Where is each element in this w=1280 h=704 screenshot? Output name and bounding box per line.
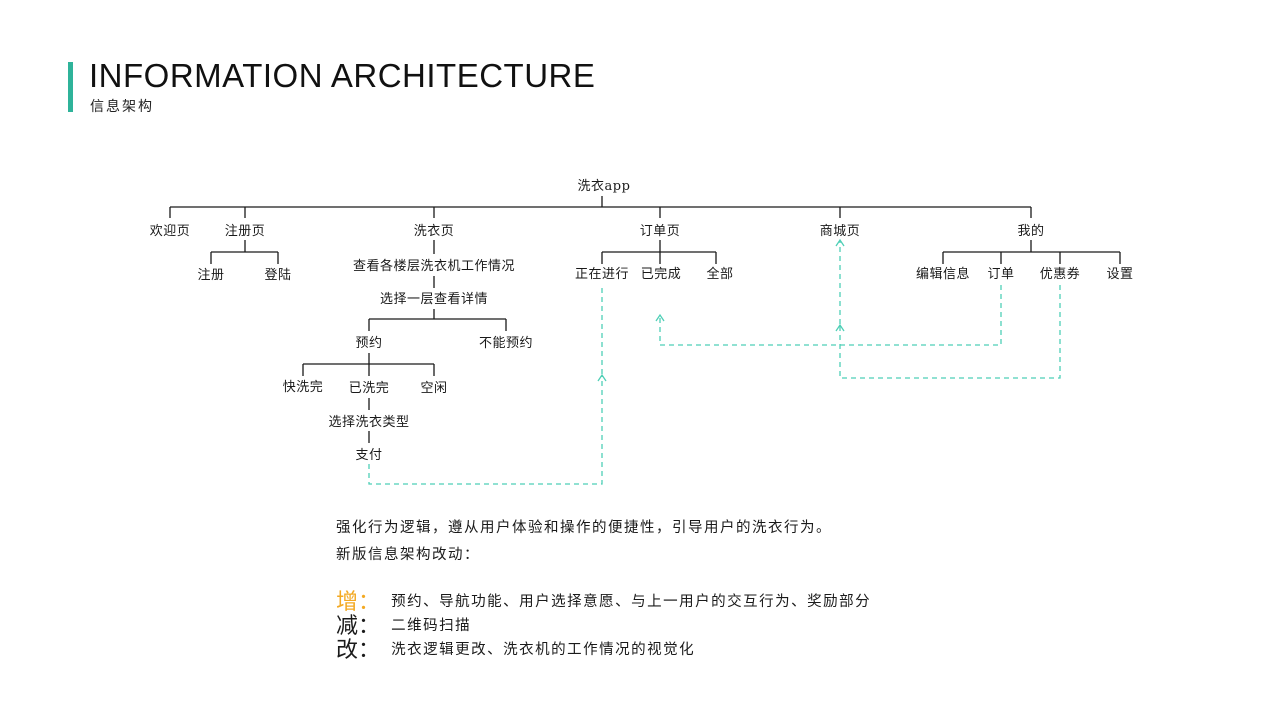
node-pay: 支付 <box>355 448 382 463</box>
change-text-remove: 二维码扫描 <box>391 618 472 634</box>
node-register-page: 注册页 <box>225 224 266 239</box>
tree-labels: 洗衣app 欢迎页 注册页 注册 登陆 洗衣页 查看各楼层洗衣机工作情况 选择一… <box>150 178 1133 463</box>
page-title: INFORMATION ARCHITECTURE <box>89 57 596 94</box>
node-view-floors: 查看各楼层洗衣机工作情况 <box>353 258 515 274</box>
notes-line-1: 强化行为逻辑，遵从用户体验和操作的便捷性，引导用户的洗衣行为。 <box>336 520 832 536</box>
node-washed: 已洗完 <box>349 381 390 396</box>
node-all: 全部 <box>706 266 733 282</box>
node-mall-page: 商城页 <box>820 224 861 239</box>
node-settings: 设置 <box>1106 267 1133 282</box>
node-mine: 我的 <box>1017 223 1044 239</box>
arrow-up-icon <box>835 238 845 247</box>
node-in-progress: 正在进行 <box>575 267 629 282</box>
node-root: 洗衣app <box>578 178 631 194</box>
title-accent-bar <box>68 62 73 112</box>
orders-to-completed-link <box>659 285 1002 346</box>
node-register: 注册 <box>197 268 224 283</box>
node-orders: 订单 <box>987 267 1014 282</box>
node-order-page: 订单页 <box>640 224 681 239</box>
arrow-up-icon <box>835 323 845 332</box>
tree-connectors <box>169 196 1121 443</box>
node-edit-info: 编辑信息 <box>916 266 970 282</box>
node-login: 登陆 <box>264 267 291 283</box>
dashed-link-lines <box>368 241 1061 485</box>
change-row-add: 增： 预约、导航功能、用户选择意愿、与上一用户的交互行为、奖励部分 <box>336 584 871 616</box>
node-almost-done: 快洗完 <box>283 380 324 395</box>
change-text-add: 预约、导航功能、用户选择意愿、与上一用户的交互行为、奖励部分 <box>391 594 872 610</box>
page-subtitle: 信息架构 <box>90 99 154 115</box>
node-completed: 已完成 <box>641 267 682 282</box>
node-idle: 空闲 <box>420 381 447 396</box>
change-text-modify: 洗衣逻辑更改、洗衣机的工作情况的视觉化 <box>391 642 696 658</box>
coupons-to-mall-link <box>839 285 1061 379</box>
arrow-up-icon <box>597 373 607 382</box>
node-wash-page: 洗衣页 <box>414 223 455 239</box>
change-label-modify: 改： <box>336 638 381 663</box>
dashed-link-arrowheads <box>597 238 845 382</box>
change-label-remove: 减： <box>336 614 381 639</box>
notes-line-2: 新版信息架构改动： <box>336 547 480 563</box>
node-select-type: 选择洗衣类型 <box>328 414 409 430</box>
change-row-modify: 改： 洗衣逻辑更改、洗衣机的工作情况的视觉化 <box>336 632 695 664</box>
arrow-up-icon <box>655 313 665 322</box>
node-reserve: 预约 <box>355 336 382 351</box>
node-no-reserve: 不能预约 <box>479 336 533 351</box>
node-coupons: 优惠券 <box>1040 266 1081 282</box>
pay-to-in-progress-link <box>368 376 603 485</box>
change-row-remove: 减： 二维码扫描 <box>336 608 471 640</box>
node-welcome: 欢迎页 <box>150 224 191 239</box>
change-label-add: 增： <box>336 590 381 615</box>
node-select-floor: 选择一层查看详情 <box>380 291 488 307</box>
